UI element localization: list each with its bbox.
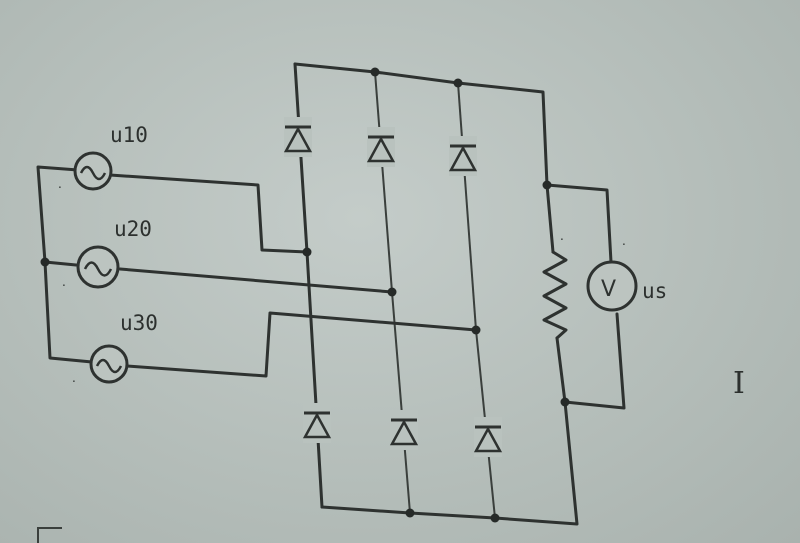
leg-1-lower — [305, 250, 324, 509]
bottom-rail — [320, 400, 579, 526]
voltmeter-label: us — [642, 279, 667, 303]
leg-2-lower — [391, 291, 411, 514]
diode-d6 — [389, 410, 419, 450]
junction-node — [370, 67, 380, 77]
source-label-u10: u10 — [110, 123, 148, 147]
polarity-mark-u10: . — [58, 177, 62, 191]
polarity-mark-load: . — [560, 229, 564, 243]
ac-source-u10 — [73, 151, 113, 191]
junction-node — [542, 180, 552, 190]
voltmeter-lower-wire — [563, 312, 626, 410]
junction-node — [560, 397, 570, 407]
phase-2-wire — [118, 267, 394, 294]
phase-1-wire — [108, 173, 309, 254]
polarity-mark-u20: . — [62, 275, 66, 289]
neutral-tap-2 — [43, 260, 78, 267]
junction-node — [490, 513, 500, 523]
top-rail — [293, 62, 549, 187]
diode-d1 — [283, 117, 313, 157]
junction-node — [387, 287, 397, 297]
voltmeter-us: V — [586, 260, 638, 312]
page-bracket-fragment — [37, 527, 62, 543]
leg-3-upper — [457, 82, 477, 331]
diode-d3 — [366, 127, 396, 167]
polarity-mark-voltmeter: . — [622, 234, 626, 248]
ac-source-u20 — [76, 245, 120, 289]
figure-index: I — [733, 366, 745, 401]
polarity-mark-u30: . — [72, 371, 76, 385]
junction-node — [40, 257, 50, 267]
ac-source-u30 — [89, 344, 129, 384]
load-lower-lead — [555, 336, 567, 404]
voltmeter-upper-wire — [545, 183, 613, 264]
diode-d2 — [473, 417, 503, 457]
source-label-u30: u30 — [120, 311, 158, 335]
junction-node — [453, 78, 463, 88]
junction-node — [405, 508, 415, 518]
diode-d5 — [448, 136, 478, 176]
junction-node — [302, 247, 312, 257]
junction-node — [471, 325, 481, 335]
diode-d4 — [302, 403, 332, 443]
voltmeter-symbol: V — [601, 277, 616, 302]
leg-2-upper — [374, 71, 393, 293]
source-label-u20: u20 — [114, 217, 152, 241]
leg-1-upper — [293, 62, 309, 254]
load-resistor — [542, 250, 568, 340]
phase-3-wire — [125, 311, 478, 378]
load-upper-lead — [545, 183, 555, 254]
